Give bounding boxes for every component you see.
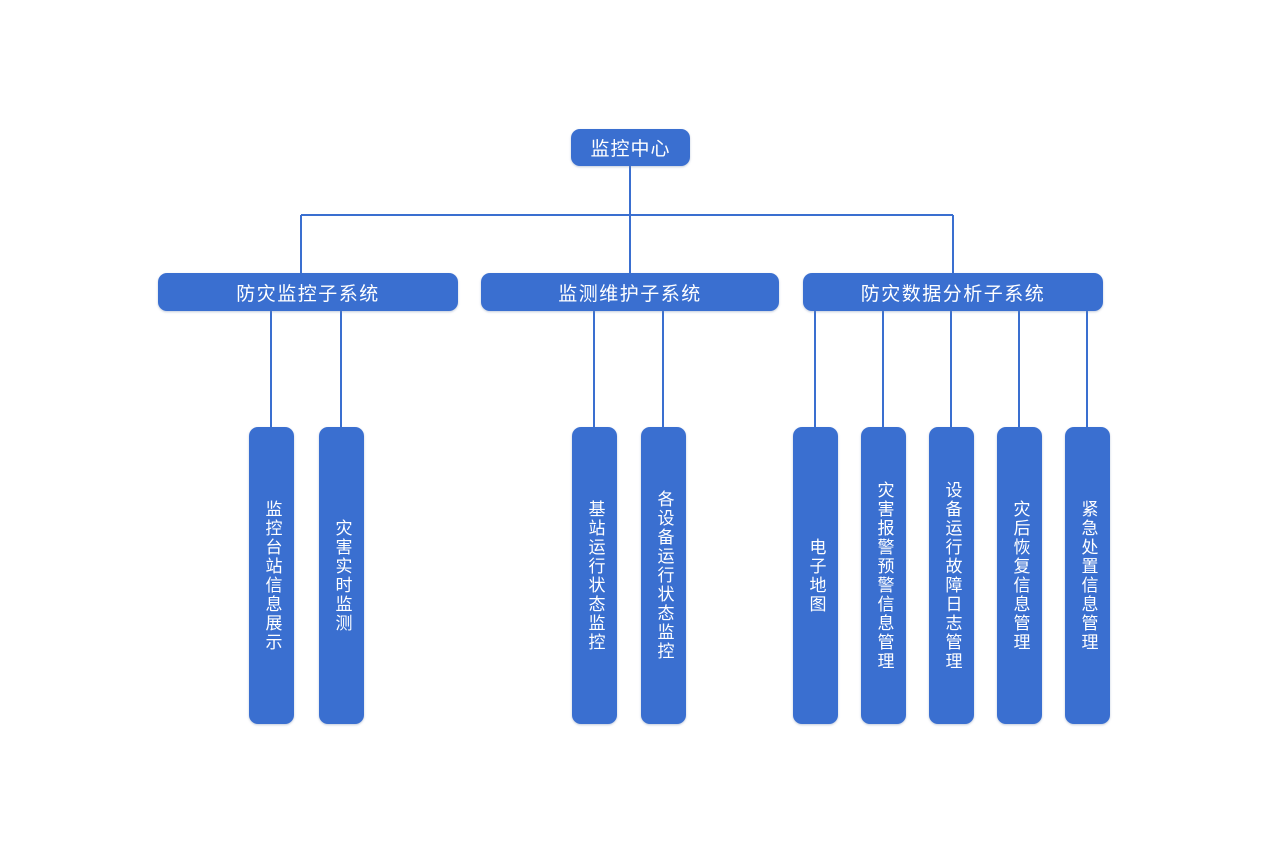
node-leaf-device-fault-log-management[interactable]: 设备运行故障日志管理 bbox=[929, 427, 974, 724]
node-leaf-label: 紧急处置信息管理 bbox=[1078, 499, 1098, 652]
node-leaf-label: 各设备运行状态监控 bbox=[654, 490, 674, 661]
node-leaf-station-info-display[interactable]: 监控台站信息展示 bbox=[249, 427, 294, 724]
node-leaf-post-disaster-recovery-info-management[interactable]: 灾后恢复信息管理 bbox=[997, 427, 1042, 724]
node-leaf-label: 基站运行状态监控 bbox=[585, 499, 605, 652]
node-branch-label: 监测维护子系统 bbox=[558, 283, 702, 305]
node-branch-label: 防灾监控子系统 bbox=[236, 283, 380, 305]
node-branch-monitoring-maintenance-subsystem[interactable]: 监测维护子系统 bbox=[481, 273, 779, 311]
node-leaf-label: 电子地图 bbox=[806, 537, 826, 614]
node-root-monitoring-center[interactable]: 监控中心 bbox=[571, 129, 690, 166]
node-branch-label: 防灾数据分析子系统 bbox=[860, 283, 1046, 305]
node-leaf-device-status-monitoring[interactable]: 各设备运行状态监控 bbox=[641, 427, 686, 724]
node-leaf-base-station-status-monitoring[interactable]: 基站运行状态监控 bbox=[572, 427, 617, 724]
node-leaf-disaster-alarm-warning-info-management[interactable]: 灾害报警预警信息管理 bbox=[861, 427, 906, 724]
node-leaf-label: 监控台站信息展示 bbox=[262, 499, 282, 652]
node-leaf-label: 灾后恢复信息管理 bbox=[1010, 499, 1030, 652]
node-leaf-label: 灾害实时监测 bbox=[332, 518, 352, 633]
node-leaf-electronic-map[interactable]: 电子地图 bbox=[793, 427, 838, 724]
node-branch-disaster-monitoring-subsystem[interactable]: 防灾监控子系统 bbox=[158, 273, 458, 311]
node-leaf-label: 灾害报警预警信息管理 bbox=[874, 480, 894, 671]
node-leaf-emergency-response-info-management[interactable]: 紧急处置信息管理 bbox=[1065, 427, 1110, 724]
node-branch-disaster-data-analysis-subsystem[interactable]: 防灾数据分析子系统 bbox=[803, 273, 1103, 311]
node-leaf-realtime-disaster-monitoring[interactable]: 灾害实时监测 bbox=[319, 427, 364, 724]
node-root-label: 监控中心 bbox=[590, 139, 671, 160]
node-leaf-label: 设备运行故障日志管理 bbox=[942, 480, 962, 671]
